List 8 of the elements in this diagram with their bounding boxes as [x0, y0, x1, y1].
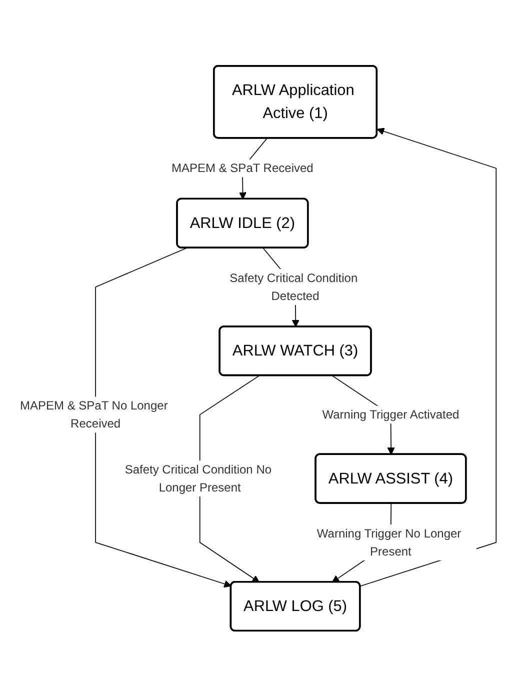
edge-label: Warning Trigger Activated	[322, 407, 460, 421]
arrow	[95, 247, 232, 588]
edge-label: MAPEM & SPaT Received	[172, 160, 314, 174]
arrow	[360, 127, 497, 586]
edge-label: Safety Critical Condition Detected	[230, 270, 358, 302]
edge-label: MAPEM & SPaT No Longer Received	[20, 398, 168, 430]
edge-label: Warning Trigger No Longer Present	[316, 526, 462, 558]
edge-label: Safety Critical Condition No Longer Present	[124, 462, 272, 494]
